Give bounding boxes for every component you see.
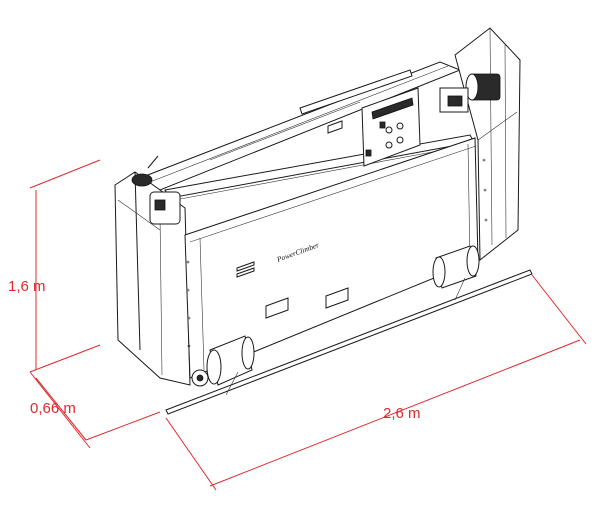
dimension-height: 1,6 m xyxy=(8,159,101,373)
platform-machine: PowerClimber xyxy=(114,27,533,415)
depth-label: 0,66 m xyxy=(30,400,76,417)
bumper-roller-left xyxy=(206,335,255,386)
motor xyxy=(439,73,501,113)
control-box xyxy=(361,87,421,167)
width-label: 2,6 m xyxy=(383,405,421,422)
dimension-width: 2,6 m xyxy=(165,274,587,491)
height-label: 1,6 m xyxy=(8,278,46,295)
caster-wheel xyxy=(191,369,209,387)
panel-bolts xyxy=(186,158,488,348)
left-hoist-head xyxy=(131,155,181,225)
bottom-rod xyxy=(165,269,533,415)
panel-vents xyxy=(236,120,349,319)
dimension-depth: 0,66 m xyxy=(29,371,161,449)
bumper-roller-right xyxy=(432,245,480,289)
